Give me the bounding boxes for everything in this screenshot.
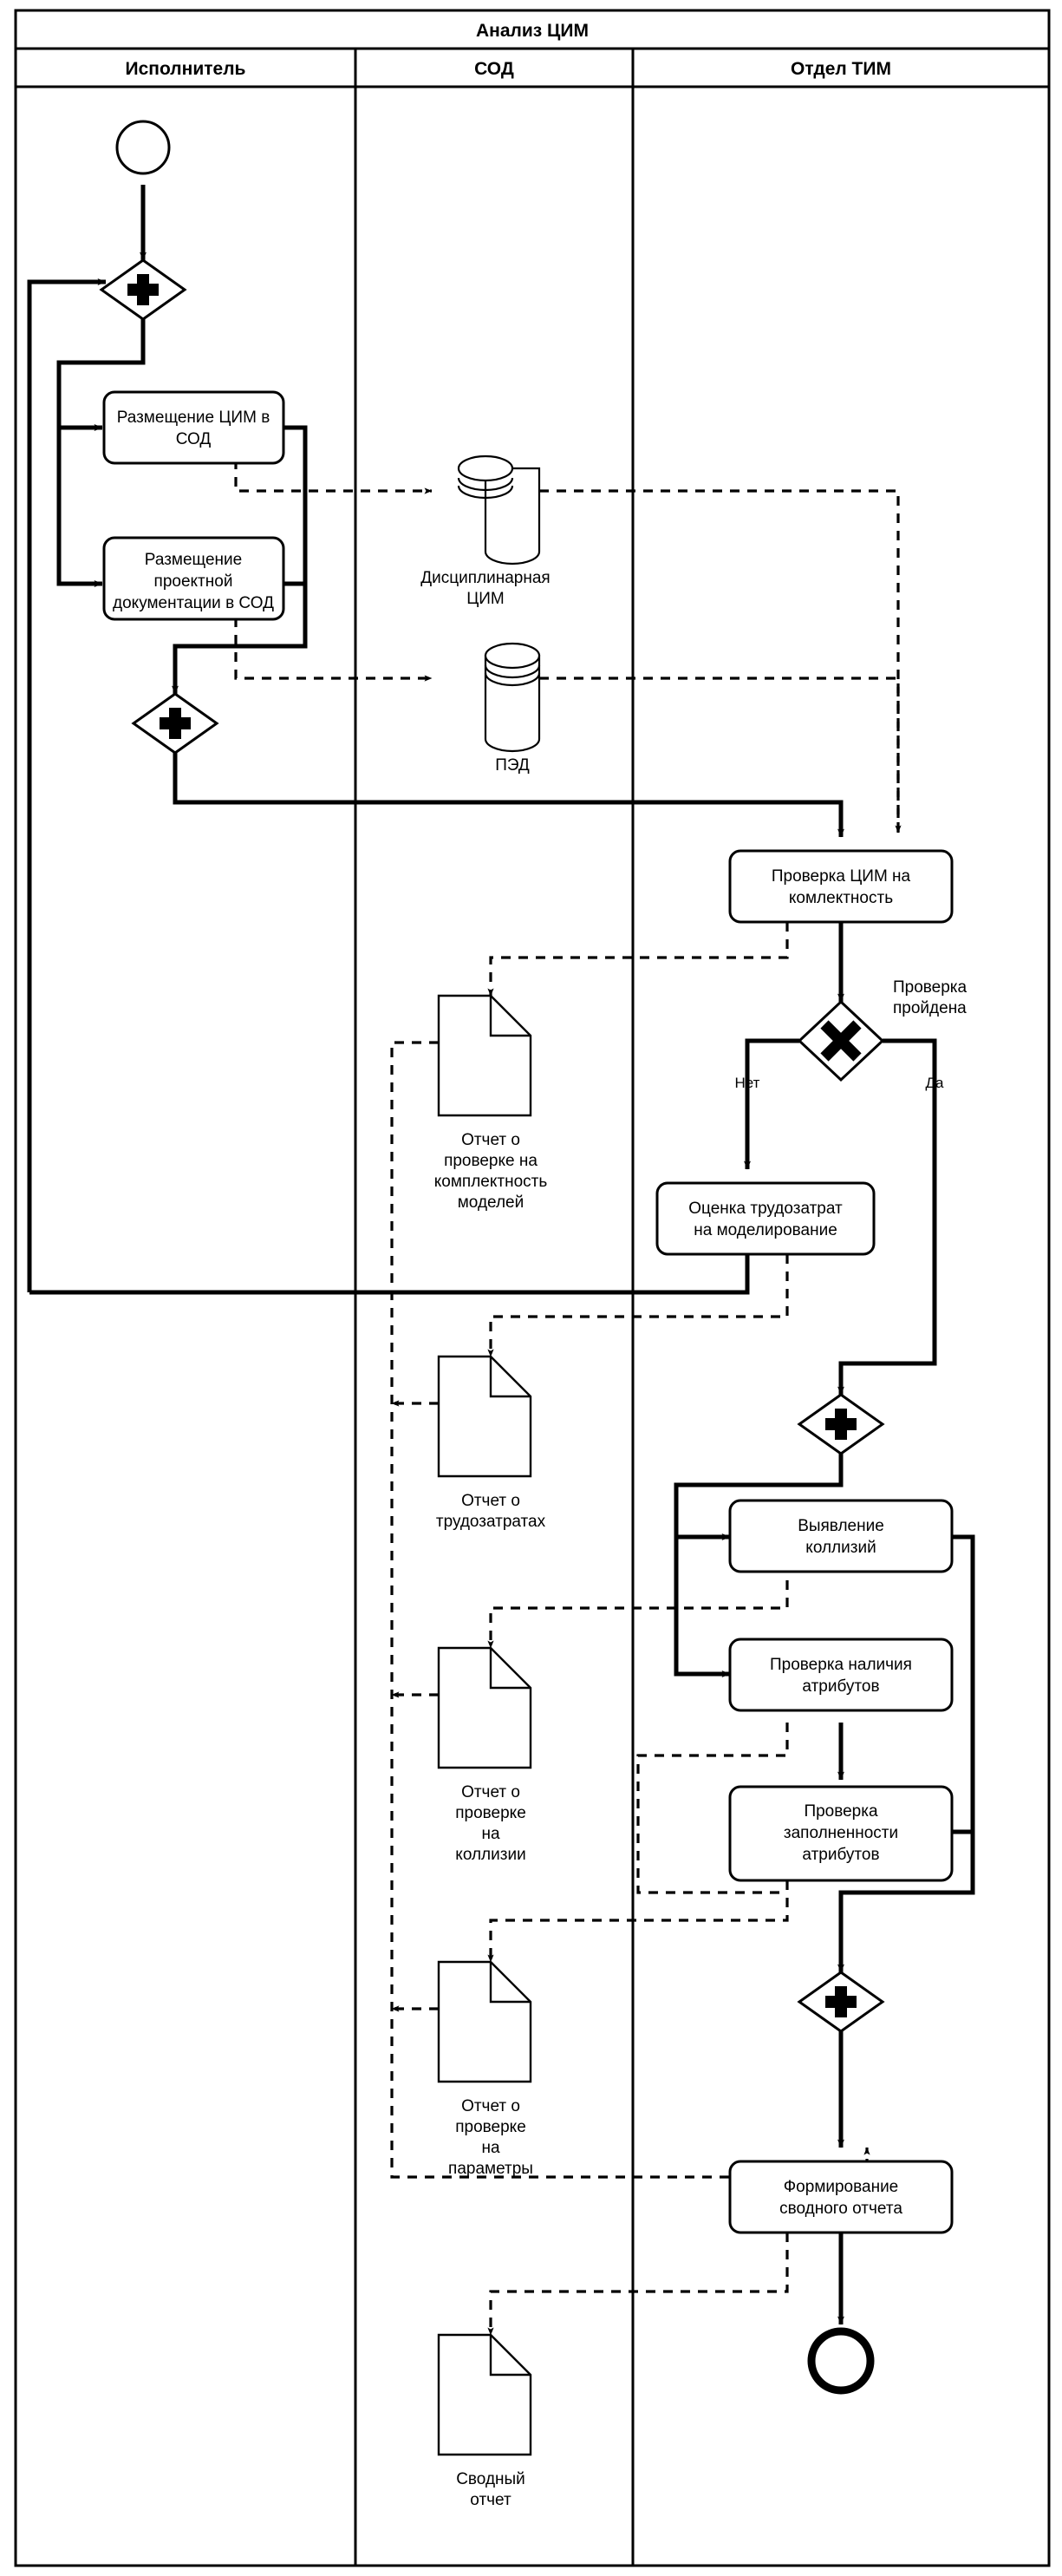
task-place-cim-line1: Размещение ЦИМ в bbox=[117, 409, 270, 427]
assoc-clashes-to-clash-report bbox=[487, 1580, 789, 1649]
doc-clash-line2: проверке bbox=[455, 1804, 526, 1822]
gateway-exclusive-check-passed[interactable] bbox=[797, 999, 885, 1082]
flow-place-cim-to-gw-join1 bbox=[172, 425, 308, 695]
flow-gw1-to-place-docs bbox=[56, 428, 103, 587]
assoc-effort-to-effort-report bbox=[487, 1254, 789, 1357]
data-store-discipline-cim[interactable]: Дисциплинарная ЦИМ bbox=[420, 454, 551, 608]
connector-layer bbox=[27, 185, 975, 2325]
store-discipline-cim-line2: ЦИМ bbox=[466, 590, 505, 608]
document-completeness-report[interactable]: Отчет о проверке на комплектность моделе… bbox=[434, 994, 548, 1212]
document-parameter-report[interactable]: Отчет о проверке на параметры bbox=[437, 1960, 533, 2178]
assoc-place-cim-to-store-cim bbox=[234, 460, 433, 494]
flow-loopback-to-gw1 bbox=[27, 278, 107, 1282]
doc-parameter-line1: Отчет о bbox=[461, 2097, 520, 2115]
doc-clash-line1: Отчет о bbox=[461, 1783, 520, 1801]
flow-right-rail-to-gw-join2 bbox=[837, 1534, 975, 1973]
gateway-label-line1: Проверка bbox=[893, 978, 968, 997]
end-event[interactable] bbox=[807, 2327, 875, 2395]
task-estimate-effort-line1: Оценка трудозатрат bbox=[688, 1200, 843, 1218]
doc-summary-line1: Сводный bbox=[456, 2470, 525, 2488]
gateway-parallel-split-1[interactable] bbox=[99, 258, 187, 321]
flow-branch-no bbox=[744, 1038, 799, 1170]
task-check-attr-filled[interactable]: Проверка заполненности атрибутов bbox=[728, 1785, 954, 1882]
task-place-docs-line3: документации в СОД bbox=[113, 594, 274, 612]
assoc-place-docs-to-store-ped bbox=[234, 618, 433, 682]
task-check-attr-presence[interactable]: Проверка наличия атрибутов bbox=[728, 1638, 954, 1712]
task-check-attr-presence-line1: Проверка наличия bbox=[770, 1656, 912, 1674]
store-discipline-cim-line1: Дисциплинарная bbox=[420, 569, 550, 587]
lane-header-bim: Отдел ТИМ bbox=[791, 59, 891, 79]
assoc-attr-filled-to-parameter-report bbox=[487, 1880, 789, 1963]
pool-frame bbox=[14, 9, 1051, 2567]
gateway-parallel-join-2[interactable] bbox=[797, 1971, 885, 2033]
flow-effort-to-loopback bbox=[29, 1254, 750, 1295]
gateway-parallel-join-mid[interactable] bbox=[797, 1393, 885, 1455]
document-summary-report[interactable]: Сводный отчет bbox=[437, 2333, 532, 2509]
document-clash-report[interactable]: Отчет о проверке на коллизии bbox=[437, 1646, 532, 1864]
store-ped-line1: ПЭД bbox=[495, 756, 530, 775]
task-build-summary[interactable]: Формирование сводного отчета bbox=[728, 2160, 954, 2234]
flow-label-yes: Да bbox=[926, 1075, 945, 1091]
start-event[interactable] bbox=[115, 120, 171, 175]
doc-effort-line2: трудозатратах bbox=[436, 1513, 546, 1531]
task-build-summary-line1: Формирование bbox=[784, 2178, 899, 2196]
task-detect-clashes-line1: Выявление bbox=[798, 1517, 884, 1535]
flow-gw-split2-to-attr-presence bbox=[674, 1537, 731, 1677]
task-detect-clashes-line2: коллизий bbox=[805, 1539, 876, 1557]
flow-gw-join1-to-check bbox=[173, 753, 844, 838]
diagram-title: Анализ ЦИМ bbox=[476, 21, 589, 41]
doc-completeness-line4: моделей bbox=[458, 1193, 524, 1212]
lane-header-cde: СОД bbox=[474, 59, 514, 79]
task-check-completeness[interactable]: Проверка ЦИМ на комлектность bbox=[728, 849, 954, 924]
gateway-parallel-join-1[interactable] bbox=[131, 692, 219, 755]
assoc-check-to-completeness-report bbox=[487, 922, 789, 997]
document-effort-report[interactable]: Отчет о трудозатратах bbox=[436, 1355, 546, 1531]
doc-parameter-line2: проверке bbox=[455, 2118, 526, 2136]
doc-clash-line4: коллизии bbox=[455, 1846, 525, 1864]
flow-gw-split2-rail bbox=[674, 1454, 844, 1537]
task-check-attr-filled-line2: заполненности bbox=[784, 1824, 898, 1842]
task-place-cim[interactable]: Размещение ЦИМ в СОД bbox=[102, 390, 285, 465]
doc-parameter-line4: параметры bbox=[448, 2160, 533, 2178]
flow-branch-yes bbox=[837, 1038, 937, 1396]
task-place-cim-line2: СОД bbox=[176, 430, 212, 448]
task-build-summary-line2: сводного отчета bbox=[779, 2200, 902, 2218]
data-association-layer bbox=[234, 460, 902, 2336]
task-check-completeness-line2: комлектность bbox=[789, 889, 893, 907]
task-check-attr-filled-line3: атрибутов bbox=[802, 1846, 879, 1864]
doc-parameter-line3: на bbox=[481, 2139, 499, 2157]
doc-clash-line3: на bbox=[481, 1825, 499, 1843]
doc-effort-line1: Отчет о bbox=[461, 1492, 520, 1510]
task-detect-clashes[interactable]: Выявление коллизий bbox=[728, 1499, 954, 1573]
doc-completeness-line2: проверке на bbox=[444, 1152, 538, 1170]
task-estimate-effort-line2: на моделирование bbox=[694, 1221, 837, 1239]
doc-completeness-line3: комплектность bbox=[434, 1173, 548, 1191]
gateway-label-line2: пройдена bbox=[893, 999, 967, 1017]
assoc-attr-presence-rail bbox=[636, 1723, 789, 1894]
task-check-attr-presence-line2: атрибутов bbox=[802, 1677, 879, 1696]
task-place-docs-line2: проектной bbox=[154, 572, 233, 591]
flow-label-no: Нет bbox=[735, 1075, 760, 1091]
task-estimate-effort[interactable]: Оценка трудозатрат на моделирование bbox=[655, 1181, 876, 1256]
doc-completeness-line1: Отчет о bbox=[461, 1131, 520, 1149]
task-place-docs[interactable]: Размещение проектной документации в СОД bbox=[102, 536, 285, 621]
doc-summary-line2: отчет bbox=[470, 2491, 511, 2509]
task-check-attr-filled-line1: Проверка bbox=[804, 1802, 878, 1821]
task-check-completeness-line1: Проверка ЦИМ на bbox=[772, 867, 911, 886]
task-place-docs-line1: Размещение bbox=[145, 551, 242, 569]
data-store-ped[interactable]: ПЭД bbox=[484, 642, 541, 775]
flow-gw1-split-rail bbox=[56, 319, 146, 428]
lane-header-performer: Исполнитель bbox=[126, 59, 246, 79]
